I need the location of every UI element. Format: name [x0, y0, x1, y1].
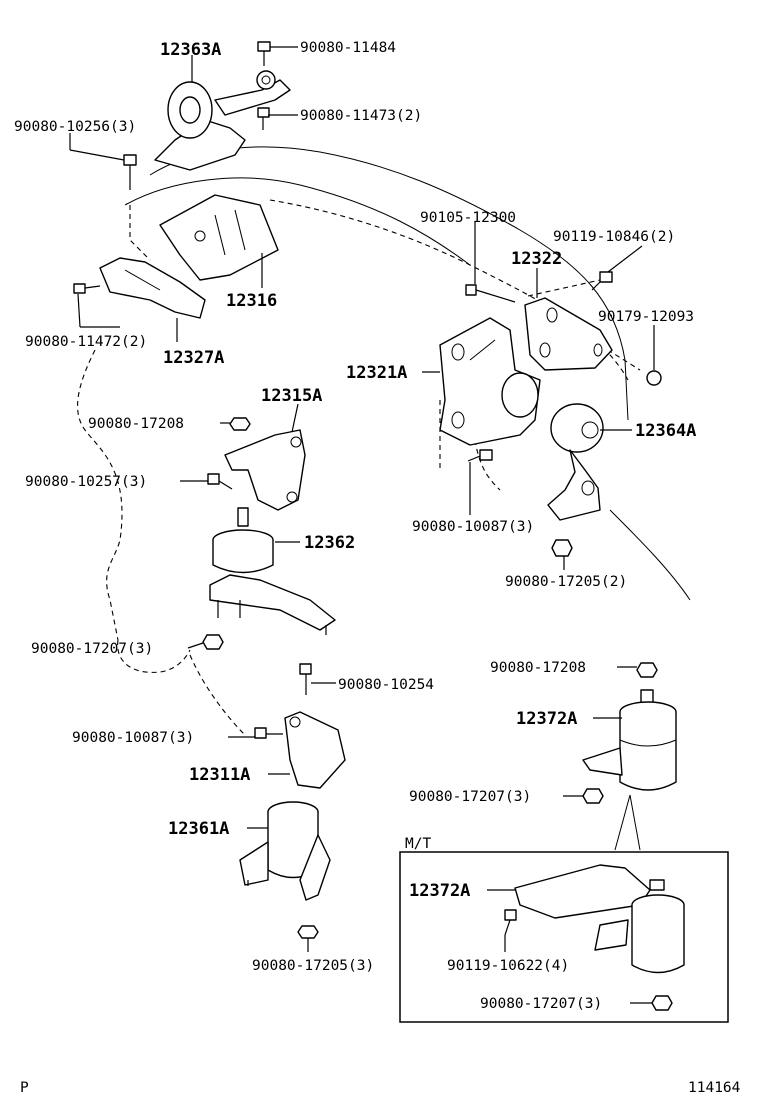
label-12372A-mt: 12372A: [409, 881, 470, 901]
nut-90080-17208-upper: [229, 417, 251, 431]
nut-90080-17207-mid: [582, 788, 604, 804]
part-12322-plate: [524, 297, 613, 371]
bolt-90080-10087-lower: [254, 727, 283, 739]
label-12362: 12362: [304, 533, 355, 553]
bolt-90105-12300: [465, 284, 516, 303]
label-90080-10256: 90080-10256(3): [14, 119, 136, 135]
mt-leader: [614, 794, 641, 851]
label-90080-11472: 90080-11472(2): [25, 334, 147, 350]
bolt-90080-10087-upper: [467, 449, 493, 462]
part-12311A-bracket: [284, 711, 346, 789]
nut-90080-17207-mt: [651, 995, 673, 1011]
label-12315A: 12315A: [261, 386, 322, 406]
part-12372A-mount: [582, 662, 677, 791]
bolt-90080-10256: [123, 154, 137, 190]
label-90080-17208-upper: 90080-17208: [88, 416, 184, 432]
label-90080-17208-lower: 90080-17208: [490, 660, 586, 676]
part-12315A-bracket: [224, 429, 306, 511]
bolt-90080-11484: [257, 41, 271, 66]
part-12316-bracket: [159, 194, 279, 281]
corner-code-right: 114164: [688, 1080, 741, 1096]
bolt-90080-10257: [207, 473, 233, 490]
label-12316: 12316: [226, 291, 277, 311]
bolt-90119-10846: [591, 271, 613, 291]
label-90080-11484: 90080-11484: [300, 40, 396, 56]
part-12321A-bracket: [439, 317, 541, 446]
label-90119-10622: 90119-10622(4): [447, 958, 569, 974]
corner-code-left: P: [20, 1080, 29, 1096]
part-12361A-engine-mount: [239, 801, 331, 901]
label-12364A: 12364A: [635, 421, 696, 441]
nut-90080-17205-lower: [297, 925, 319, 939]
label-90080-10257: 90080-10257(3): [25, 474, 147, 490]
label-12372A: 12372A: [516, 709, 577, 729]
bolt-90119-10622: [504, 909, 517, 936]
label-90080-10087-upper: 90080-10087(3): [412, 519, 534, 535]
label-12311A: 12311A: [189, 765, 250, 785]
label-90080-17205-upper: 90080-17205(2): [505, 574, 627, 590]
label-12361A: 12361A: [168, 819, 229, 839]
label-12321A: 12321A: [346, 363, 407, 383]
bolt-90080-10254: [299, 663, 312, 695]
label-12327A: 12327A: [163, 348, 224, 368]
label-90080-10087-lower: 90080-10087(3): [72, 730, 194, 746]
bolt-90080-11472: [73, 283, 101, 294]
label-90119-10846: 90119-10846(2): [553, 229, 675, 245]
mt-variant-box: [399, 851, 729, 1023]
part-12364A-torque-rod: [547, 403, 604, 521]
leader-lines: [69, 46, 655, 1004]
nut-90080-17205-upper: [551, 539, 573, 557]
label-90080-17207-mt: 90080-17207(3): [480, 996, 602, 1012]
label-90080-17207-upper: 90080-17207(3): [31, 641, 153, 657]
bolt-90080-11473: [257, 107, 270, 130]
label-mt: M/T: [405, 836, 431, 852]
part-12372A-mt-mount: [514, 864, 685, 974]
label-90080-17207-mid: 90080-17207(3): [409, 789, 531, 805]
nut-90080-17207-upper: [202, 634, 224, 650]
part-12362-engine-mount: [209, 507, 336, 635]
label-12363A: 12363A: [160, 40, 221, 60]
label-90179-12093: 90179-12093: [598, 309, 694, 325]
nut-90179-12093: [646, 370, 662, 386]
label-90080-17205-lower: 90080-17205(3): [252, 958, 374, 974]
label-90080-10254: 90080-10254: [338, 677, 434, 693]
label-90080-11473: 90080-11473(2): [300, 108, 422, 124]
label-12322: 12322: [511, 249, 562, 269]
part-12327A-bracket: [99, 257, 206, 319]
label-90105-12300: 90105-12300: [420, 210, 516, 226]
part-12363A-mount-bracket: [154, 70, 291, 171]
